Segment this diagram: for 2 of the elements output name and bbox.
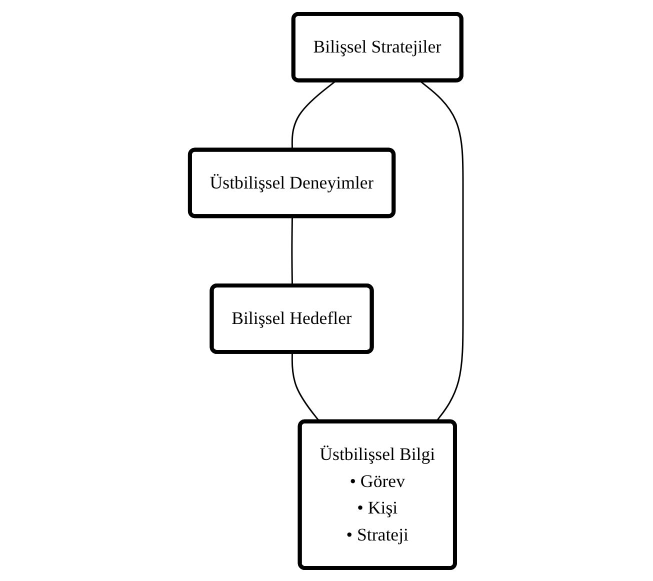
connector — [291, 80, 336, 150]
connector — [291, 216, 294, 286]
